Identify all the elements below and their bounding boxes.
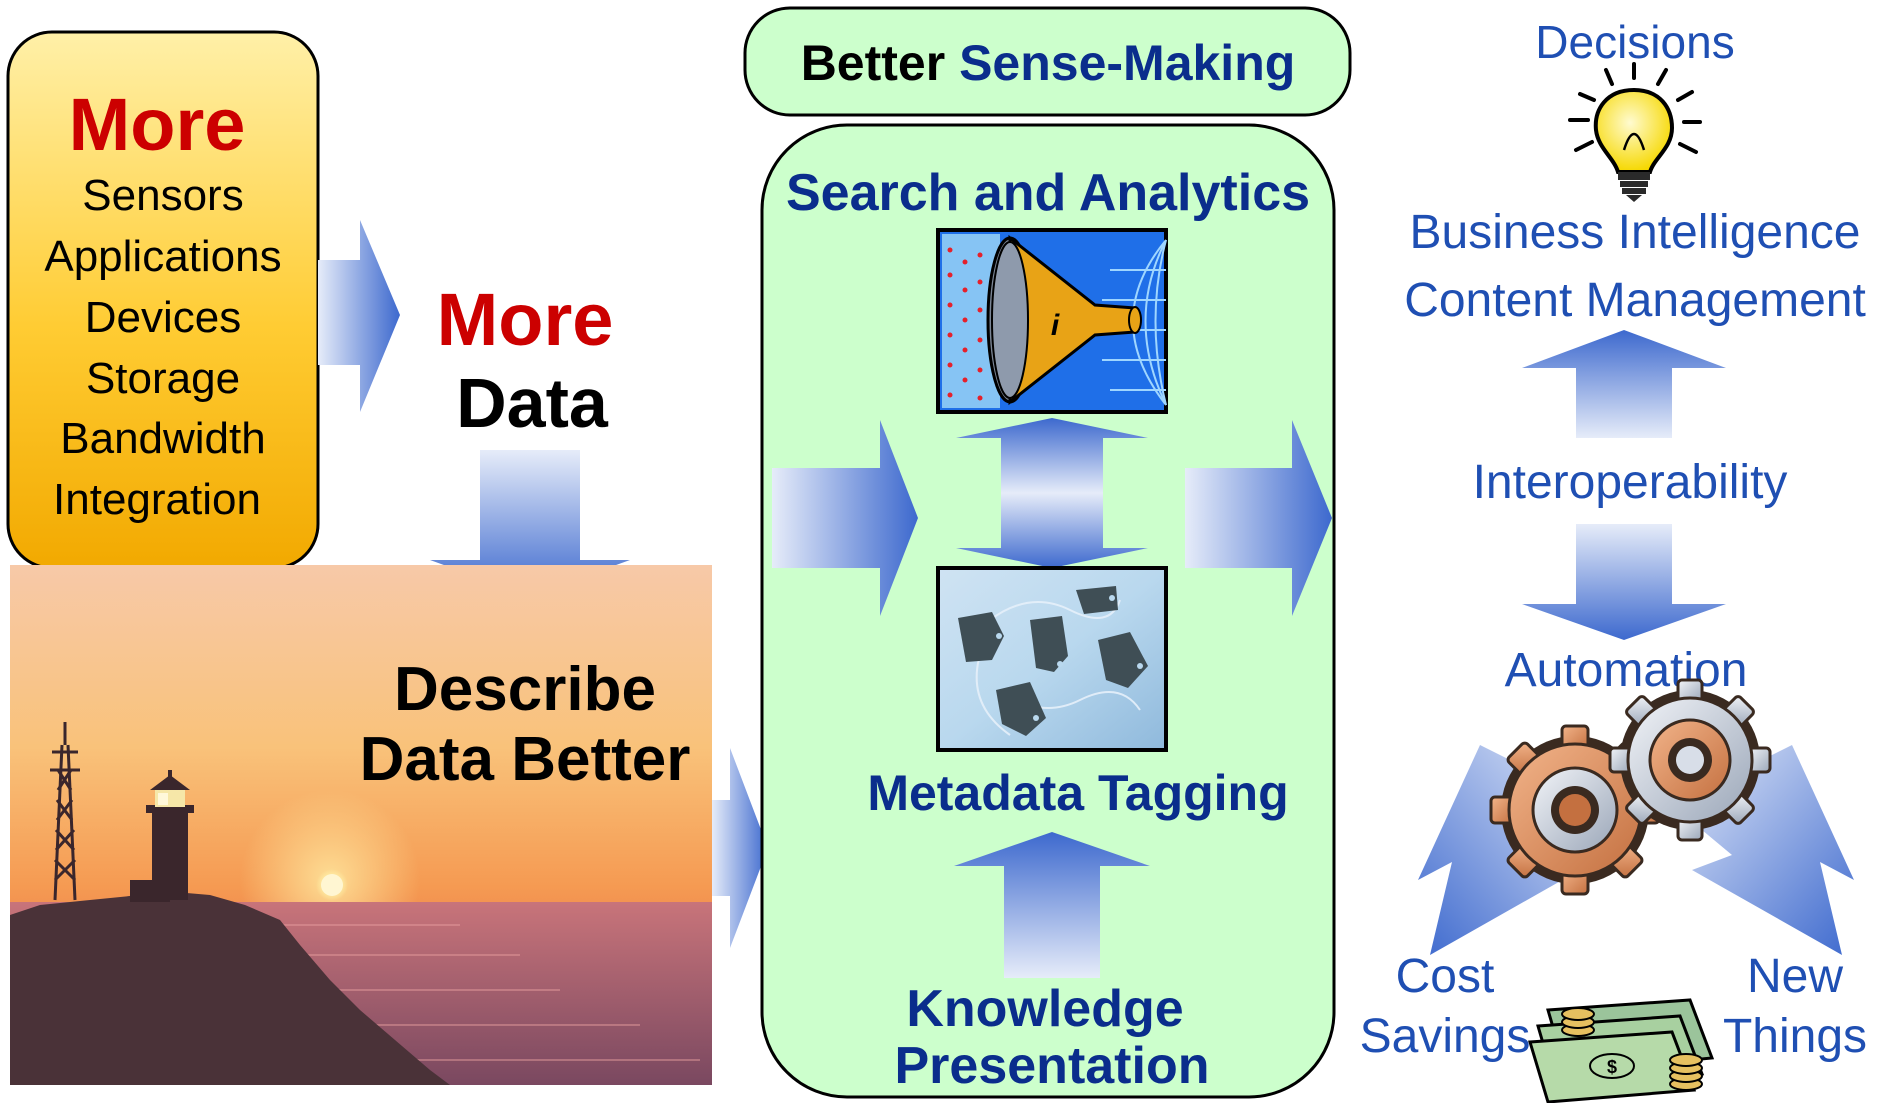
arrow-interop-down [1522, 524, 1726, 640]
sense-making-box: Better Sense-Making [743, 6, 1352, 117]
sources-heading: More [69, 83, 246, 166]
knowledge-line2: Presentation [895, 1037, 1210, 1095]
more-data-line1: More [437, 278, 614, 361]
sources-item-sensors: Sensors [82, 171, 243, 220]
bi-line2: Content Management [1404, 274, 1866, 327]
svg-text:$: $ [1607, 1057, 1617, 1077]
sources-box: More Sensors Applications Devices Storag… [6, 30, 320, 570]
knowledge-line1: Knowledge [906, 980, 1183, 1038]
lighthouse-sunset-photo [10, 565, 712, 1085]
right-column: Decisions Business Intelligence Conten [1360, 16, 1867, 1103]
cost-line2: Savings [1360, 1010, 1531, 1063]
arrow-describe-to-panel [712, 748, 768, 948]
automation-label: Automation [1505, 644, 1748, 697]
describe-line1: Describe [394, 655, 656, 724]
arrow-bidirectional-vertical [956, 418, 1148, 568]
decisions-label: Decisions [1535, 16, 1734, 68]
arrow-knowledge-up [954, 832, 1150, 978]
sources-item-bandwidth: Bandwidth [60, 414, 265, 463]
cost-line1: Cost [1396, 950, 1495, 1003]
metadata-tags-icon [936, 566, 1168, 752]
bi-line1: Business Intelligence [1410, 206, 1861, 259]
describe-line2: Data Better [360, 725, 691, 794]
funnel-filter-icon: i [936, 228, 1168, 414]
lightbulb-icon [1568, 62, 1702, 202]
arrow-panel-outgoing [1185, 420, 1332, 616]
svg-text:i: i [1051, 309, 1060, 342]
sense-making-word1: Better [801, 35, 945, 91]
gears-icon [1489, 678, 1772, 896]
arrow-panel-incoming [772, 420, 918, 616]
arrow-data-down [430, 450, 630, 596]
more-data-label: More Data [437, 278, 614, 442]
sources-item-storage: Storage [86, 354, 240, 403]
sense-making-word2: Sense-Making [959, 35, 1295, 91]
search-analytics-label: Search and Analytics [786, 164, 1310, 222]
arrow-interop-up [1522, 330, 1726, 438]
more-data-line2: Data [456, 364, 609, 442]
metadata-tagging-label: Metadata Tagging [867, 765, 1288, 821]
sources-item-applications: Applications [44, 232, 281, 281]
describe-data-label: Describe Data Better [360, 655, 691, 794]
sources-item-integration: Integration [53, 475, 261, 524]
center-panel: Search and Analytics [760, 123, 1336, 1099]
new-line2: Things [1723, 1010, 1867, 1063]
arrow-sources-to-data [318, 220, 400, 412]
interoperability-label: Interoperability [1473, 456, 1788, 509]
sources-item-devices: Devices [85, 293, 242, 342]
svg-text:Better Sense-Making: Better Sense-Making [801, 35, 1296, 91]
money-stack-icon: $ [1528, 998, 1715, 1103]
new-line1: New [1747, 950, 1843, 1003]
